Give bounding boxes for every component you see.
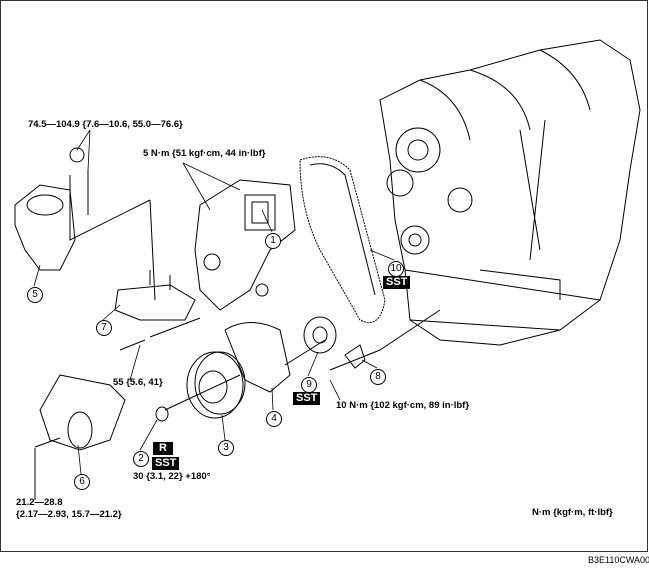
figure-code: B3E110CWA002 <box>588 555 649 565</box>
callout-1: 1 <box>265 233 281 249</box>
callout-2: 2 <box>133 451 149 467</box>
torque-pulley-bolt: 30 {3.1, 22} +180° <box>133 471 211 482</box>
callout-8: 8 <box>370 369 386 385</box>
timing-belt-cover <box>194 179 296 311</box>
leader-lines <box>33 129 395 475</box>
callout-5: 5 <box>27 287 43 303</box>
mount-bracket <box>114 270 201 351</box>
callout-9: 9 <box>301 377 317 393</box>
units-note: N·m {kgf·m, ft·lbf} <box>532 507 613 518</box>
replace-badge-2: R <box>153 442 173 455</box>
sst-badge-9: SST <box>293 392 321 405</box>
tensioner-pulley <box>303 309 441 371</box>
callout-10: 10 <box>388 261 404 277</box>
sst-badge-10: SST <box>383 276 411 289</box>
torque-engine-mount-nuts: 74.5—104.9 {7.6—10.6, 55.0—76.6} <box>28 119 183 130</box>
callout-6: 6 <box>74 474 90 490</box>
figure-frame <box>0 0 648 552</box>
torque-bracket-bolt: 55 {5.6, 41} <box>113 377 163 388</box>
torque-mount-bolt-line1: 21.2—28.8 <box>16 497 63 508</box>
torque-mount-bolt-line2: {2.17—2.93, 15.7—21.2} <box>16 509 122 520</box>
crankshaft-pulley <box>155 351 246 422</box>
engine-block <box>379 39 641 346</box>
torque-tensioner-bolt: 10 N·m {102 kgf·cm, 89 in·lbf} <box>336 400 470 411</box>
callout-3: 3 <box>218 440 234 456</box>
engine-mount <box>14 147 156 301</box>
callout-7: 7 <box>96 320 112 336</box>
timing-belt <box>299 156 386 323</box>
generator-bracket <box>34 374 126 500</box>
callout-4: 4 <box>266 411 282 427</box>
torque-cover-bolts: 5 N·m {51 kgf·cm, 44 in·lbf} <box>143 148 266 159</box>
crankshaft-sprocket-area <box>224 322 326 393</box>
sst-badge-2: SST <box>152 457 180 470</box>
